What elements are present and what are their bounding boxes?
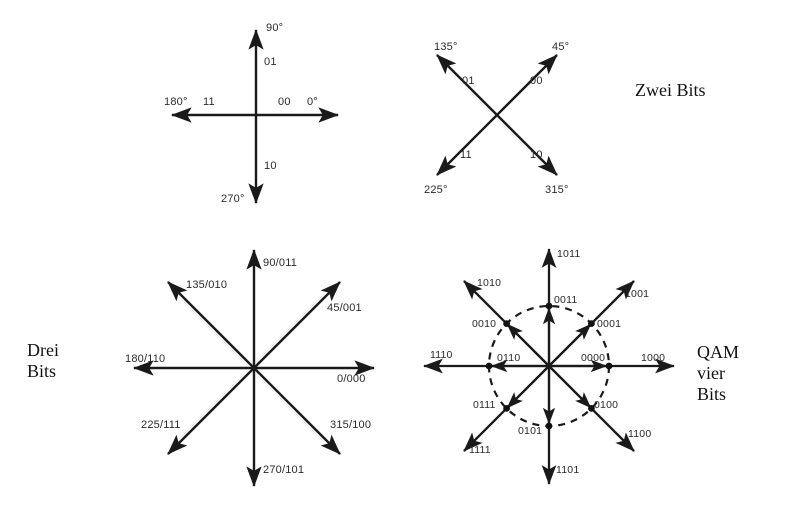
d4-label-0010: 0010 xyxy=(472,318,497,330)
diagram-qam-outer-axes xyxy=(423,248,675,485)
d4-label-1101: 1101 xyxy=(556,464,580,476)
caption-drei-bits: Drei Bits xyxy=(27,340,59,382)
qam-dashed-amplitude-circle xyxy=(487,304,611,428)
diagram-one-bit-axes xyxy=(171,29,339,204)
d4-label-1000: 1000 xyxy=(641,352,666,364)
d2-bits-01: 01 xyxy=(462,75,475,87)
d3-label-270: 270/101 xyxy=(263,464,305,476)
d4-label-0011: 0011 xyxy=(554,294,578,306)
d2-label-135-deg: 135° xyxy=(434,41,458,53)
d1-label-180-deg: 180° xyxy=(164,96,188,108)
d4-label-1001: 1001 xyxy=(625,288,650,300)
d4-label-0111: 0111 xyxy=(473,399,496,411)
diagram-qam-inner-arrows xyxy=(490,307,608,425)
d1-bits-11: 11 xyxy=(203,96,215,108)
caption-qam-line3: Bits xyxy=(697,384,727,405)
d4-label-0110: 0110 xyxy=(497,352,521,364)
d1-bits-00: 00 xyxy=(278,96,291,108)
d1-bits-10: 10 xyxy=(264,160,277,172)
qam-point-0000 xyxy=(605,362,613,370)
d1-label-0-deg: 0° xyxy=(307,96,318,108)
qam-point-0110 xyxy=(485,362,493,370)
d4-label-1010: 1010 xyxy=(477,277,502,289)
caption-drei-bits-line2: Bits xyxy=(27,361,57,382)
qam-point-0010 xyxy=(503,320,510,327)
d4-label-0000: 0000 xyxy=(581,352,606,364)
d3-label-315: 315/100 xyxy=(330,419,372,431)
ray-315-deg xyxy=(253,367,341,455)
caption-qam-vier-bits: QAM vier Bits xyxy=(697,342,739,406)
ray-135-deg xyxy=(167,281,255,369)
d3-label-180: 180/110 xyxy=(125,353,166,365)
d3-label-45: 45/001 xyxy=(327,302,362,314)
d4-label-1110: 1110 xyxy=(430,349,453,361)
qam-point-0011 xyxy=(545,302,553,310)
caption-qam-line2: vier xyxy=(697,363,725,384)
caption-zwei-bits: Zwei Bits xyxy=(635,80,706,100)
qam-point-0111 xyxy=(503,405,510,412)
d2-label-315-deg: 315° xyxy=(545,184,569,196)
qam-inner-225-deg xyxy=(506,365,550,409)
qam-point-0101 xyxy=(545,422,553,430)
d4-label-0100: 0100 xyxy=(594,399,619,411)
qam-ray-315-deg xyxy=(548,365,635,452)
d3-label-135: 135/010 xyxy=(186,279,228,291)
caption-qam-line1: QAM xyxy=(697,342,740,362)
axis-225-deg xyxy=(436,114,498,176)
d2-bits-00: 00 xyxy=(530,75,543,87)
d2-bits-11: 11 xyxy=(460,149,472,161)
d4-label-0101: 0101 xyxy=(518,425,543,437)
qam-point-0001 xyxy=(588,320,595,327)
d2-bits-10: 10 xyxy=(530,149,543,161)
d2-label-225-deg: 225° xyxy=(424,184,448,196)
d3-label-0: 0/000 xyxy=(337,373,366,385)
d1-label-270-deg: 270° xyxy=(221,193,245,205)
axis-315-deg xyxy=(496,114,558,176)
d3-label-90: 90/011 xyxy=(263,257,298,269)
d4-label-0001: 0001 xyxy=(597,318,622,330)
caption-drei-bits-line1: Drei xyxy=(27,340,59,360)
ray-45-deg xyxy=(253,281,341,369)
diagram-three-bit-axes xyxy=(133,249,375,487)
d4-label-1011: 1011 xyxy=(557,248,581,260)
qam-inner-315-deg xyxy=(548,365,592,409)
d4-label-1111: 1111 xyxy=(469,444,491,456)
d3-label-225: 225/111 xyxy=(141,419,181,431)
ray-225-deg xyxy=(167,367,255,455)
d4-label-1100: 1100 xyxy=(628,428,652,440)
d2-label-45-deg: 45° xyxy=(552,41,570,53)
d1-bits-01: 01 xyxy=(264,56,277,68)
d1-label-90-deg: 90° xyxy=(266,22,284,34)
axis-45-deg xyxy=(496,54,558,116)
